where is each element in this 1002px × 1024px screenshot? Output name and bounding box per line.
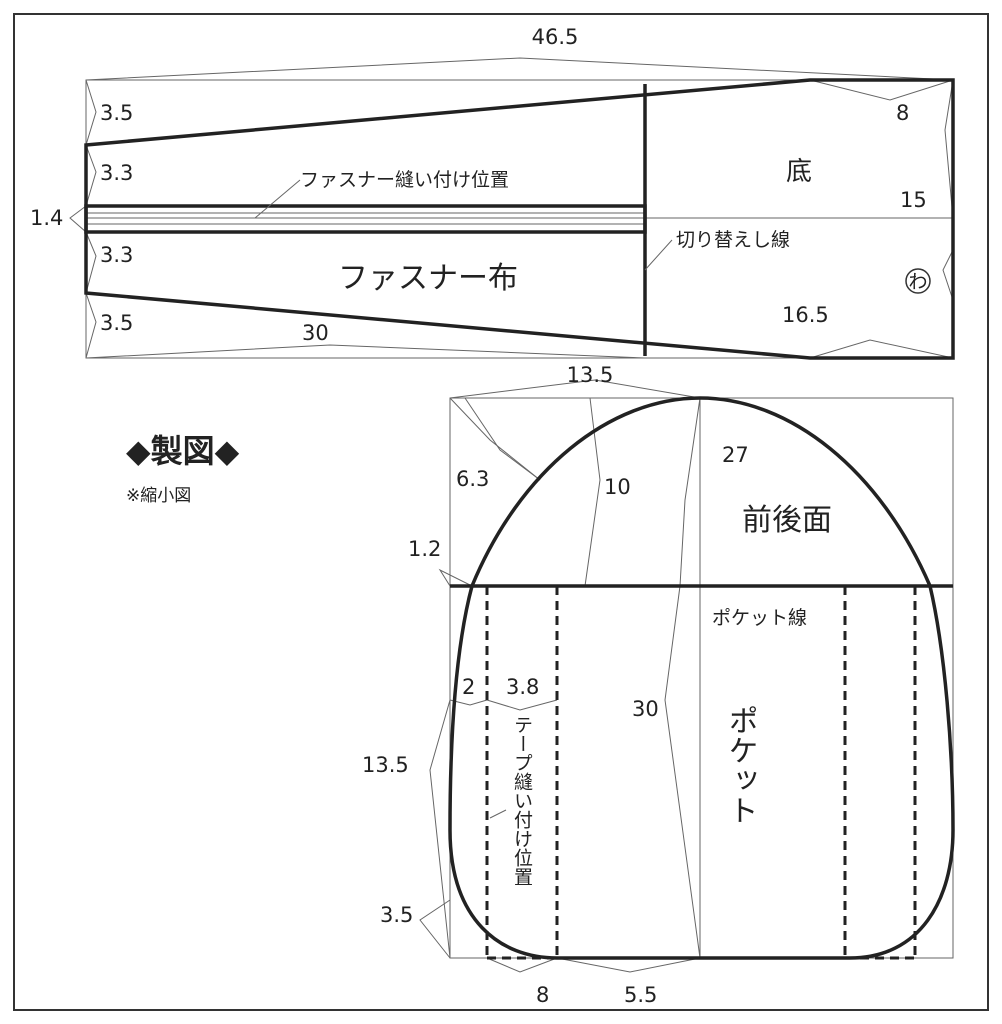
- tape-offset: 3.8: [506, 675, 539, 699]
- pocket-label: ポケット: [723, 705, 758, 825]
- right-bottom: 16.5: [782, 303, 829, 327]
- zipper-gap: 1.4: [30, 206, 63, 230]
- outer-frame: [13, 13, 989, 1011]
- corner-bottom: 3.5: [380, 903, 413, 927]
- bottom-mid: 5.5: [624, 983, 657, 1007]
- switch-line-label: 切り替えし線: [676, 229, 790, 251]
- left-top-flare: 3.5: [100, 101, 133, 125]
- top-width: 13.5: [567, 363, 614, 387]
- zipper-cloth-label: ファスナー布: [338, 261, 518, 296]
- tape-label: テープ縫い付け位置: [511, 715, 533, 886]
- arc-length: 27: [722, 443, 749, 467]
- pocket-line-label: ポケット線: [712, 607, 807, 629]
- right-top: 8: [896, 101, 909, 125]
- bottom-length: 30: [302, 321, 329, 345]
- top-pattern: 46.5 3.5 3.3 1.4 3.3 3.5 30 8 15 16.5 ファ…: [30, 25, 955, 360]
- zipper-position-label: ファスナー縫い付け位置: [300, 169, 509, 191]
- center-height: 30: [632, 697, 659, 721]
- left-height: 13.5: [362, 753, 409, 777]
- offset: 1.2: [408, 537, 441, 561]
- corner-diag: 6.3: [456, 467, 489, 491]
- lower-band: 3.3: [100, 243, 133, 267]
- front-back-label: 前後面: [742, 503, 832, 538]
- diagram-title: ◆製図◆: [126, 432, 240, 470]
- bottom-left: 8: [536, 983, 549, 1007]
- reduced-scale-note: ※縮小図: [126, 486, 191, 506]
- fold-label: わ: [908, 271, 927, 293]
- right-height: 15: [900, 188, 927, 212]
- bottom-pattern: 13.5 27 6.3 10 1.2 前後面 ポケット線 2 3.8 30 13…: [362, 363, 955, 1007]
- margin-small: 2: [462, 675, 475, 699]
- left-bottom-flare: 3.5: [100, 311, 133, 335]
- fold-marker: [905, 268, 931, 294]
- upper-height: 10: [604, 475, 631, 499]
- bottom-piece-label: 底: [786, 157, 812, 187]
- upper-band: 3.3: [100, 161, 133, 185]
- total-width: 46.5: [532, 25, 579, 49]
